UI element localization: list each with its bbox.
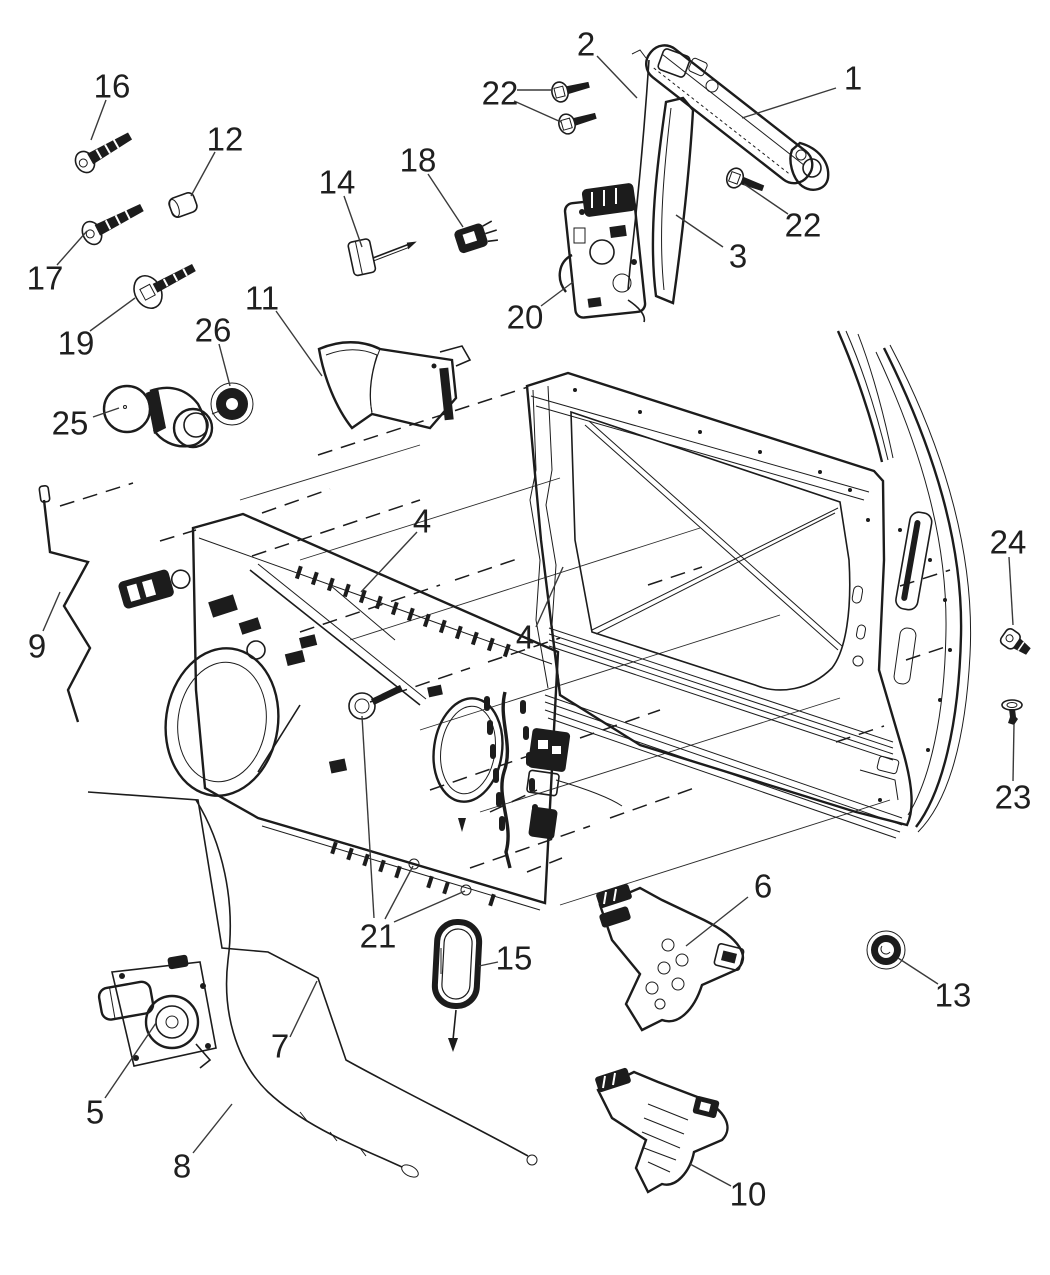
callout-label-15-15: 15 [496, 940, 533, 977]
callout-label-19-19: 19 [58, 325, 95, 362]
callout-leader-10 [689, 1163, 732, 1187]
screw-17 [81, 204, 144, 246]
callout-label-26-27: 26 [195, 312, 232, 349]
callout-label-3-2: 3 [729, 238, 747, 275]
speaker-opening [164, 647, 280, 797]
callout-leader-12 [190, 151, 216, 197]
inner-latch-cluster [526, 728, 623, 840]
screw-16 [74, 132, 133, 174]
callout-leader-20 [540, 281, 574, 307]
callout-label-18-18: 18 [400, 142, 437, 179]
callout-leader-5 [104, 1022, 157, 1099]
callout-label-13-13: 13 [935, 977, 972, 1014]
callout-label-5-5: 5 [86, 1094, 104, 1131]
window-crank-handle [102, 384, 223, 449]
callout-label-4-3: 4 [413, 503, 431, 540]
module-bottom-slots [330, 841, 496, 907]
callout-label-17-17: 17 [27, 260, 64, 297]
lock-rod [38, 484, 92, 723]
callout-leader-25 [92, 407, 120, 418]
callout-label-23-24: 23 [995, 779, 1032, 816]
callout-label-6-6: 6 [754, 868, 772, 905]
callouts-layer: 1234456789101112131415161718192021222223… [27, 26, 1032, 1213]
callout-leader-2 [596, 55, 638, 99]
callout-leader-21 [393, 890, 466, 923]
latch-bracket-10 [595, 1067, 729, 1194]
callout-label-1-0: 1 [844, 60, 862, 97]
callout-leader-1 [741, 87, 837, 119]
latch-release-rod-7 [87, 791, 538, 1166]
callout-label-4-4: 4 [516, 619, 534, 656]
callout-label-22-23: 22 [785, 207, 822, 244]
callout-leader-15 [478, 961, 499, 967]
callout-leader-18 [427, 173, 464, 228]
grommet-cap-12 [168, 192, 198, 218]
callout-label-22-22: 22 [482, 75, 519, 112]
push-clip-23 [1001, 699, 1023, 725]
callout-leader-24 [1008, 556, 1014, 626]
callout-leader-6 [685, 896, 749, 947]
screw-19 [133, 264, 196, 310]
down-arrow-marker [458, 818, 466, 832]
callout-label-10-10: 10 [730, 1176, 767, 1213]
door-shell [525, 330, 972, 839]
screw-22-a [551, 81, 590, 103]
screw-22-b [558, 112, 597, 135]
callout-leader-4 [360, 531, 418, 593]
callout-leader-13 [897, 957, 939, 985]
callout-leader-9 [42, 591, 61, 632]
callout-label-7-7: 7 [271, 1028, 289, 1065]
lock-cable-8 [195, 799, 419, 1178]
callout-label-14-14: 14 [319, 164, 356, 201]
callout-leader-3 [675, 214, 724, 248]
callout-leader-22 [743, 183, 789, 215]
latch-bracket-6 [596, 883, 745, 1032]
callout-leader-11 [275, 310, 323, 377]
callout-leader-14 [343, 195, 363, 248]
screw-22-c [725, 167, 765, 192]
handle-reinforcement-3 [651, 96, 695, 305]
callout-leader-23 [1012, 723, 1015, 782]
pull-cup-bracket [317, 341, 472, 430]
gasket-seal-15 [431, 918, 483, 1052]
crank-grommet-26 [210, 382, 254, 426]
callout-leader-21 [384, 865, 414, 920]
callout-label-24-25: 24 [990, 524, 1027, 561]
callout-leader-8 [192, 1103, 233, 1154]
clip-18 [454, 220, 499, 254]
callout-leader-26 [218, 343, 231, 387]
screw-24 [999, 628, 1031, 655]
callout-label-11-11: 11 [245, 280, 279, 317]
module-top-slots [294, 565, 511, 658]
callout-leader-4 [535, 566, 564, 628]
handle-rod-2 [627, 49, 650, 291]
callout-leader-21 [361, 715, 375, 919]
regulator-mechanism [208, 563, 512, 869]
door-module-panel [118, 512, 623, 911]
callout-leader-7 [289, 980, 318, 1038]
callout-leader-22 [513, 100, 562, 123]
callout-label-9-9: 9 [28, 628, 46, 665]
callout-label-16-16: 16 [94, 68, 131, 105]
callout-label-21-21: 21 [360, 918, 397, 955]
oval-opening [432, 697, 504, 803]
module-bolt [348, 685, 403, 720]
grommet-13 [866, 930, 906, 970]
clip-14 [347, 238, 417, 277]
callout-leader-19 [89, 297, 136, 332]
callout-label-12-12: 12 [207, 121, 244, 158]
callout-leader-17 [56, 230, 88, 266]
wire-connector [118, 569, 191, 609]
exterior-door-handle [645, 44, 830, 191]
window-motor-5 [97, 954, 217, 1069]
callout-label-25-26: 25 [52, 405, 89, 442]
callout-label-8-8: 8 [173, 1148, 191, 1185]
callout-label-20-20: 20 [507, 299, 544, 336]
door-latch-20 [558, 183, 647, 323]
callout-leader-16 [90, 99, 107, 141]
callout-label-2-1: 2 [577, 26, 595, 63]
